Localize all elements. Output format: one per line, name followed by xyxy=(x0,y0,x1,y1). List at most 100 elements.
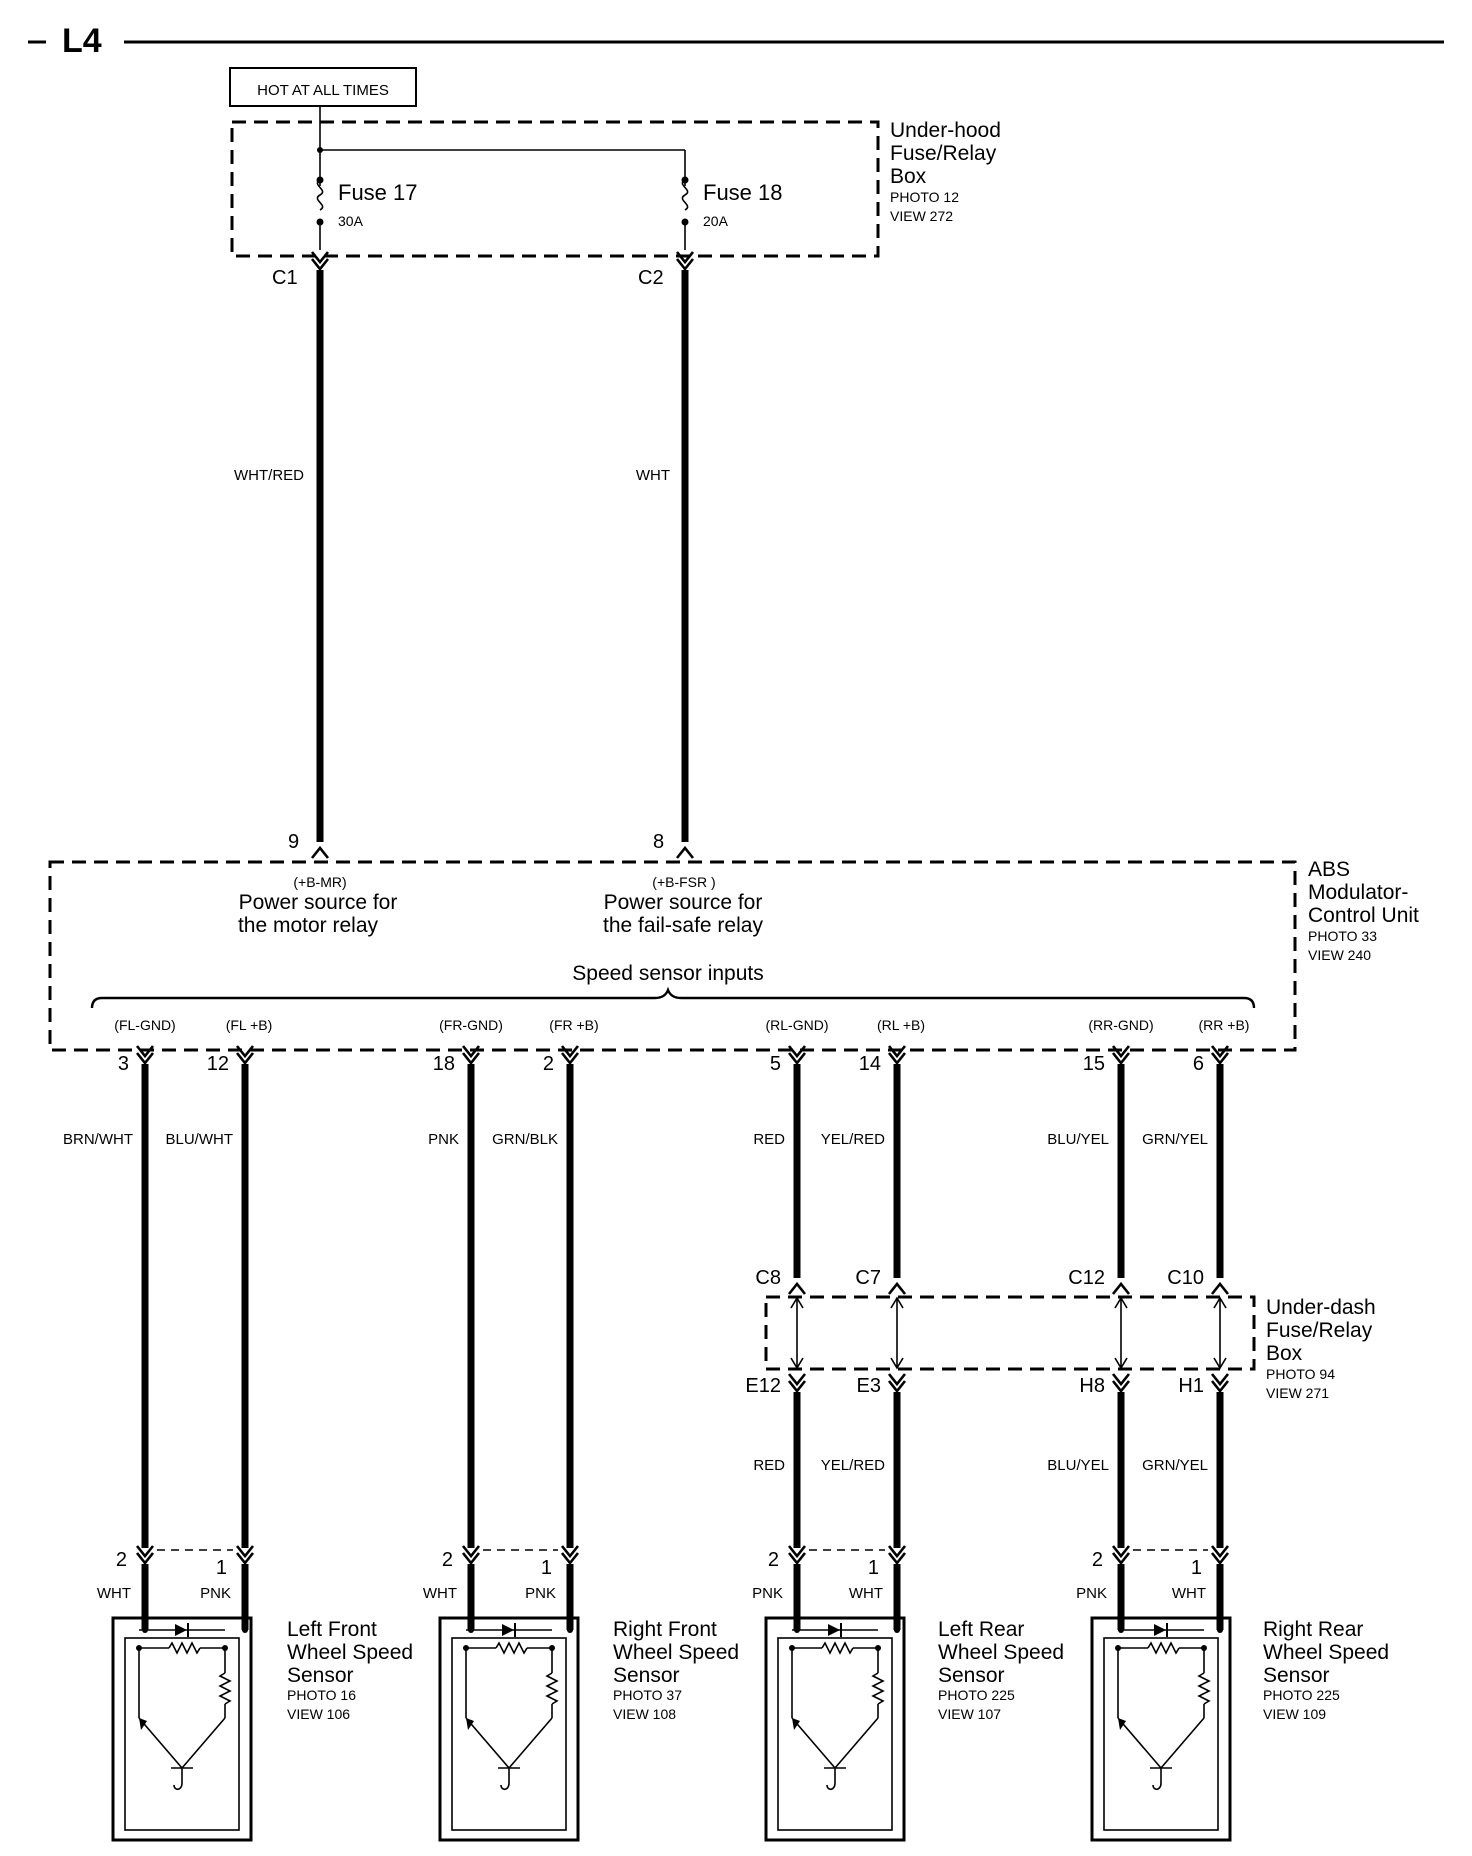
rr-sensor-label-1: Right Rear xyxy=(1263,1618,1363,1641)
rr-gnd-pin: 15 xyxy=(1083,1053,1105,1075)
lf-pwr-wire-label: BLU/WHT xyxy=(166,1131,234,1148)
rf-sensor-color-gnd: WHT xyxy=(423,1585,457,1602)
lr-pwr-terminal: (RL +B) xyxy=(877,1017,925,1033)
rf-sensor-gnd-connector xyxy=(461,1544,481,1565)
rr-gnd-dash-bot-connector xyxy=(1111,1372,1131,1393)
rr-pwr-wire-label: GRN/YEL xyxy=(1142,1131,1208,1148)
lf-sensor-label-3: Sensor xyxy=(287,1664,354,1687)
rf-sensor-color-pwr: PNK xyxy=(525,1585,556,1602)
underdash-box-frame xyxy=(764,1295,1256,1371)
lf-sensor-node-pwr xyxy=(242,1627,248,1633)
underhood-label-2: Fuse/Relay xyxy=(890,142,997,165)
lr-gnd-dash-bot-connector xyxy=(787,1372,807,1393)
rf-gnd-terminal: (FR-GND) xyxy=(439,1017,503,1033)
lr-gnd-dash-top-label: C8 xyxy=(755,1267,781,1289)
lf-sensor-node-gnd xyxy=(142,1627,148,1633)
lr-sensor-color-pwr: WHT xyxy=(849,1585,883,1602)
rf-sensor-pin-pwr: 1 xyxy=(541,1557,552,1579)
lr-pwr-dash-top-label: C7 xyxy=(855,1267,881,1289)
lr-gnd-terminal: (RL-GND) xyxy=(766,1017,829,1033)
rr-pwr-pin: 6 xyxy=(1193,1053,1204,1075)
lf-sensor-color-pwr: PNK xyxy=(200,1585,231,1602)
lr-sensor-pin-pwr: 1 xyxy=(868,1557,879,1579)
lr-sensor-view: VIEW 107 xyxy=(938,1706,1001,1722)
lr-gnd-dash-bot-label: E12 xyxy=(745,1375,781,1397)
rr-sensor-photo: PHOTO 225 xyxy=(1263,1687,1340,1703)
rr-sensor-view: VIEW 109 xyxy=(1263,1706,1326,1722)
lr-sensor-photo: PHOTO 225 xyxy=(938,1687,1015,1703)
connector-c1 xyxy=(310,250,330,271)
lr-pwr-wire2-label: YEL/RED xyxy=(821,1457,885,1474)
lr-gnd-pin: 5 xyxy=(770,1053,781,1075)
rr-sensor-gnd-connector xyxy=(1111,1544,1131,1565)
abs-label-3: Control Unit xyxy=(1308,904,1419,927)
lr-sensor-pin-gnd: 2 xyxy=(768,1549,779,1571)
connector-pin-8 xyxy=(675,846,695,860)
underdash-view: VIEW 271 xyxy=(1266,1385,1329,1401)
lr-sensor-label-1: Left Rear xyxy=(938,1618,1024,1641)
lr-sensor-node-gnd xyxy=(794,1627,800,1633)
underdash-label-1: Under-dash xyxy=(1266,1296,1376,1319)
fuse-17-rating: 30A xyxy=(338,213,364,229)
abs-mr-desc-1: Power source for xyxy=(239,891,398,914)
rr-sensor-label-2: Wheel Speed xyxy=(1263,1641,1389,1664)
rr-gnd-terminal: (RR-GND) xyxy=(1088,1017,1153,1033)
lf-sensor-photo: PHOTO 16 xyxy=(287,1687,356,1703)
lr-pwr-wire-label: YEL/RED xyxy=(821,1131,885,1148)
rr-pwr-dash-bot-label: H1 xyxy=(1178,1375,1204,1397)
lr-pwr-dash-bot-label: E3 xyxy=(857,1375,881,1397)
lr-gnd-wire-label: RED xyxy=(753,1131,785,1148)
underhood-photo: PHOTO 12 xyxy=(890,189,959,205)
fuse-17-name: Fuse 17 xyxy=(338,180,418,205)
lr-sensor-pwr-connector xyxy=(887,1544,907,1565)
abs-photo: PHOTO 33 xyxy=(1308,928,1377,944)
abs-label-2: Modulator- xyxy=(1308,881,1408,904)
lr-sensor-node-pwr xyxy=(894,1627,900,1633)
lr-pwr-dash-top-connector xyxy=(887,1282,907,1296)
rr-sensor-node-pwr xyxy=(1217,1627,1223,1633)
rr-gnd-dash-top-label: C12 xyxy=(1068,1267,1105,1289)
rf-gnd-pin: 18 xyxy=(433,1053,455,1075)
lr-sensor-label-3: Sensor xyxy=(938,1664,1005,1687)
lr-sensor-body xyxy=(764,1616,906,1842)
rf-sensor-label-1: Right Front xyxy=(613,1618,717,1641)
rr-pwr-terminal: (RR +B) xyxy=(1199,1017,1250,1033)
lr-sensor-label-2: Wheel Speed xyxy=(938,1641,1064,1664)
underhood-view: VIEW 272 xyxy=(890,208,953,224)
rr-gnd-dash-top-connector xyxy=(1111,1282,1131,1296)
lf-sensor-body xyxy=(111,1616,253,1842)
lf-sensor-label-1: Left Front xyxy=(287,1618,377,1641)
abs-mr-desc-2: the motor relay xyxy=(238,914,379,937)
connector-c2-label: C2 xyxy=(638,267,664,289)
lr-gnd-connector xyxy=(787,1044,807,1065)
abs-label-1: ABS xyxy=(1308,858,1350,881)
rr-sensor-color-pwr: WHT xyxy=(1172,1585,1206,1602)
underdash-photo: PHOTO 94 xyxy=(1266,1366,1335,1382)
hot-label: HOT AT ALL TIMES xyxy=(257,82,389,99)
abs-unit-frame xyxy=(48,860,1297,1052)
rr-sensor-body xyxy=(1090,1616,1232,1842)
speed-inputs-brace xyxy=(90,986,1256,1009)
abs-mr-terminal: (+B-MR) xyxy=(293,874,346,890)
abs-view: VIEW 240 xyxy=(1308,947,1371,963)
underhood-label-3: Box xyxy=(890,165,927,188)
rr-gnd-wire-label: BLU/YEL xyxy=(1047,1131,1109,1148)
underdash-label-2: Fuse/Relay xyxy=(1266,1319,1373,1342)
underhood-box-frame xyxy=(230,120,880,258)
rf-sensor-node-gnd xyxy=(468,1627,474,1633)
rr-pwr-wire2-label: GRN/YEL xyxy=(1142,1457,1208,1474)
lr-pwr-dash-bot-connector xyxy=(887,1372,907,1393)
rr-pwr-dash-bot-connector xyxy=(1210,1372,1230,1393)
connector-pin-9 xyxy=(310,846,330,860)
lf-sensor-label-2: Wheel Speed xyxy=(287,1641,413,1664)
lr-sensor-color-gnd: PNK xyxy=(752,1585,783,1602)
rf-sensor-body xyxy=(438,1616,580,1842)
rr-sensor-pwr-connector xyxy=(1210,1544,1230,1565)
wire-mr-label: WHT/RED xyxy=(234,467,304,484)
lf-sensor-pin-pwr: 1 xyxy=(216,1557,227,1579)
rf-sensor-photo: PHOTO 37 xyxy=(613,1687,682,1703)
lf-sensor-gnd-connector xyxy=(135,1544,155,1565)
abs-fsr-desc-2: the fail-safe relay xyxy=(603,914,763,937)
rf-sensor-pin-gnd: 2 xyxy=(442,1549,453,1571)
